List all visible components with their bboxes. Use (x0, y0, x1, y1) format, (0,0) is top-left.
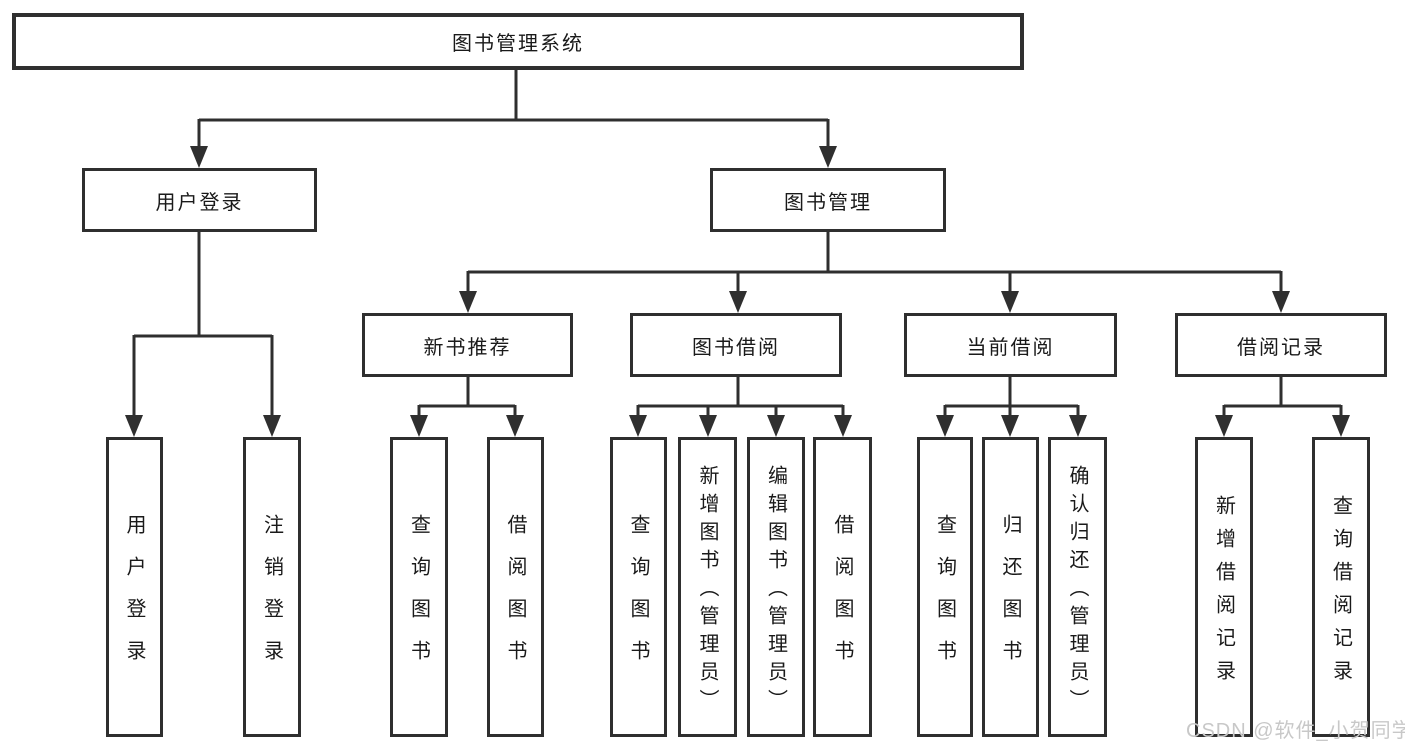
node-book-borrow: 图书借阅 (630, 313, 842, 377)
leaf-query-borrow-record: 查询借阅记录 (1312, 437, 1370, 737)
leaf-query-book-1: 查询图书 (390, 437, 448, 737)
leaf-logout: 注销登录 (243, 437, 301, 737)
leaf-borrow-book-2: 借阅图书 (813, 437, 872, 737)
node-book-management: 图书管理 (710, 168, 946, 232)
leaf-query-book-3: 查询图书 (917, 437, 973, 737)
leaf-confirm-return-admin: 确认归还（管理员） (1048, 437, 1107, 737)
node-borrow-records: 借阅记录 (1175, 313, 1387, 377)
watermark-text: CSDN @软件_小贺同学 (1186, 720, 1405, 742)
node-new-book-recommend: 新书推荐 (362, 313, 573, 377)
leaf-user-login: 用户登录 (106, 437, 163, 737)
leaf-add-book-admin: 新增图书（管理员） (678, 437, 737, 737)
node-current-borrow: 当前借阅 (904, 313, 1117, 377)
leaf-borrow-book-1: 借阅图书 (487, 437, 544, 737)
leaf-query-book-2: 查询图书 (610, 437, 667, 737)
leaf-edit-book-admin: 编辑图书（管理员） (747, 437, 805, 737)
node-library-system: 图书管理系统 (12, 13, 1024, 70)
leaf-return-book: 归还图书 (982, 437, 1039, 737)
node-user-login: 用户登录 (82, 168, 317, 232)
leaf-add-borrow-record: 新增借阅记录 (1195, 437, 1253, 737)
